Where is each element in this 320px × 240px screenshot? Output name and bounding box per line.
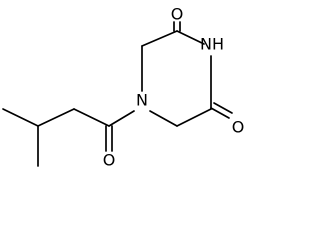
nitrogen-label-ring: N <box>136 91 148 110</box>
bond-ch2-to-ch <box>37 108 75 127</box>
bond-acyl-carbon-to-ch2 <box>73 108 110 127</box>
oxygen-label-top: O <box>171 5 184 24</box>
oxygen-label-acyl: O <box>103 151 116 170</box>
bond-ring-n-to-acyl-carbon <box>108 110 135 127</box>
nitrogen-label-amide: NH <box>200 35 224 54</box>
bond-carbonyl-top-to-nh <box>176 30 205 45</box>
bond-double-right-b <box>213 102 233 114</box>
oxygen-label-right: O <box>232 118 245 137</box>
chemical-structure-diagram: O NH O N O <box>2 4 245 170</box>
bond-ring-ch2-top-to-carbonyl-top <box>141 30 178 47</box>
bond-carbonyl-right-to-ring-ch2-bottom <box>176 108 212 127</box>
bond-ring-ch2-bottom-to-ring-n <box>149 110 178 127</box>
bond-double-right-a <box>210 107 230 119</box>
bond-ch-to-methyl-left <box>2 108 39 127</box>
